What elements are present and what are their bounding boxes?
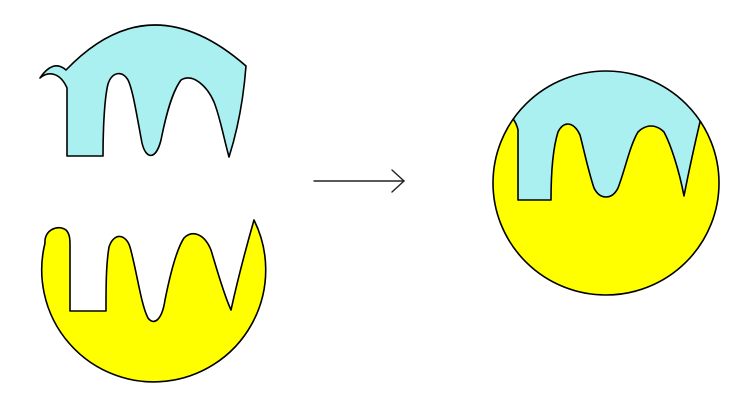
puzzle-diagram (0, 0, 747, 412)
